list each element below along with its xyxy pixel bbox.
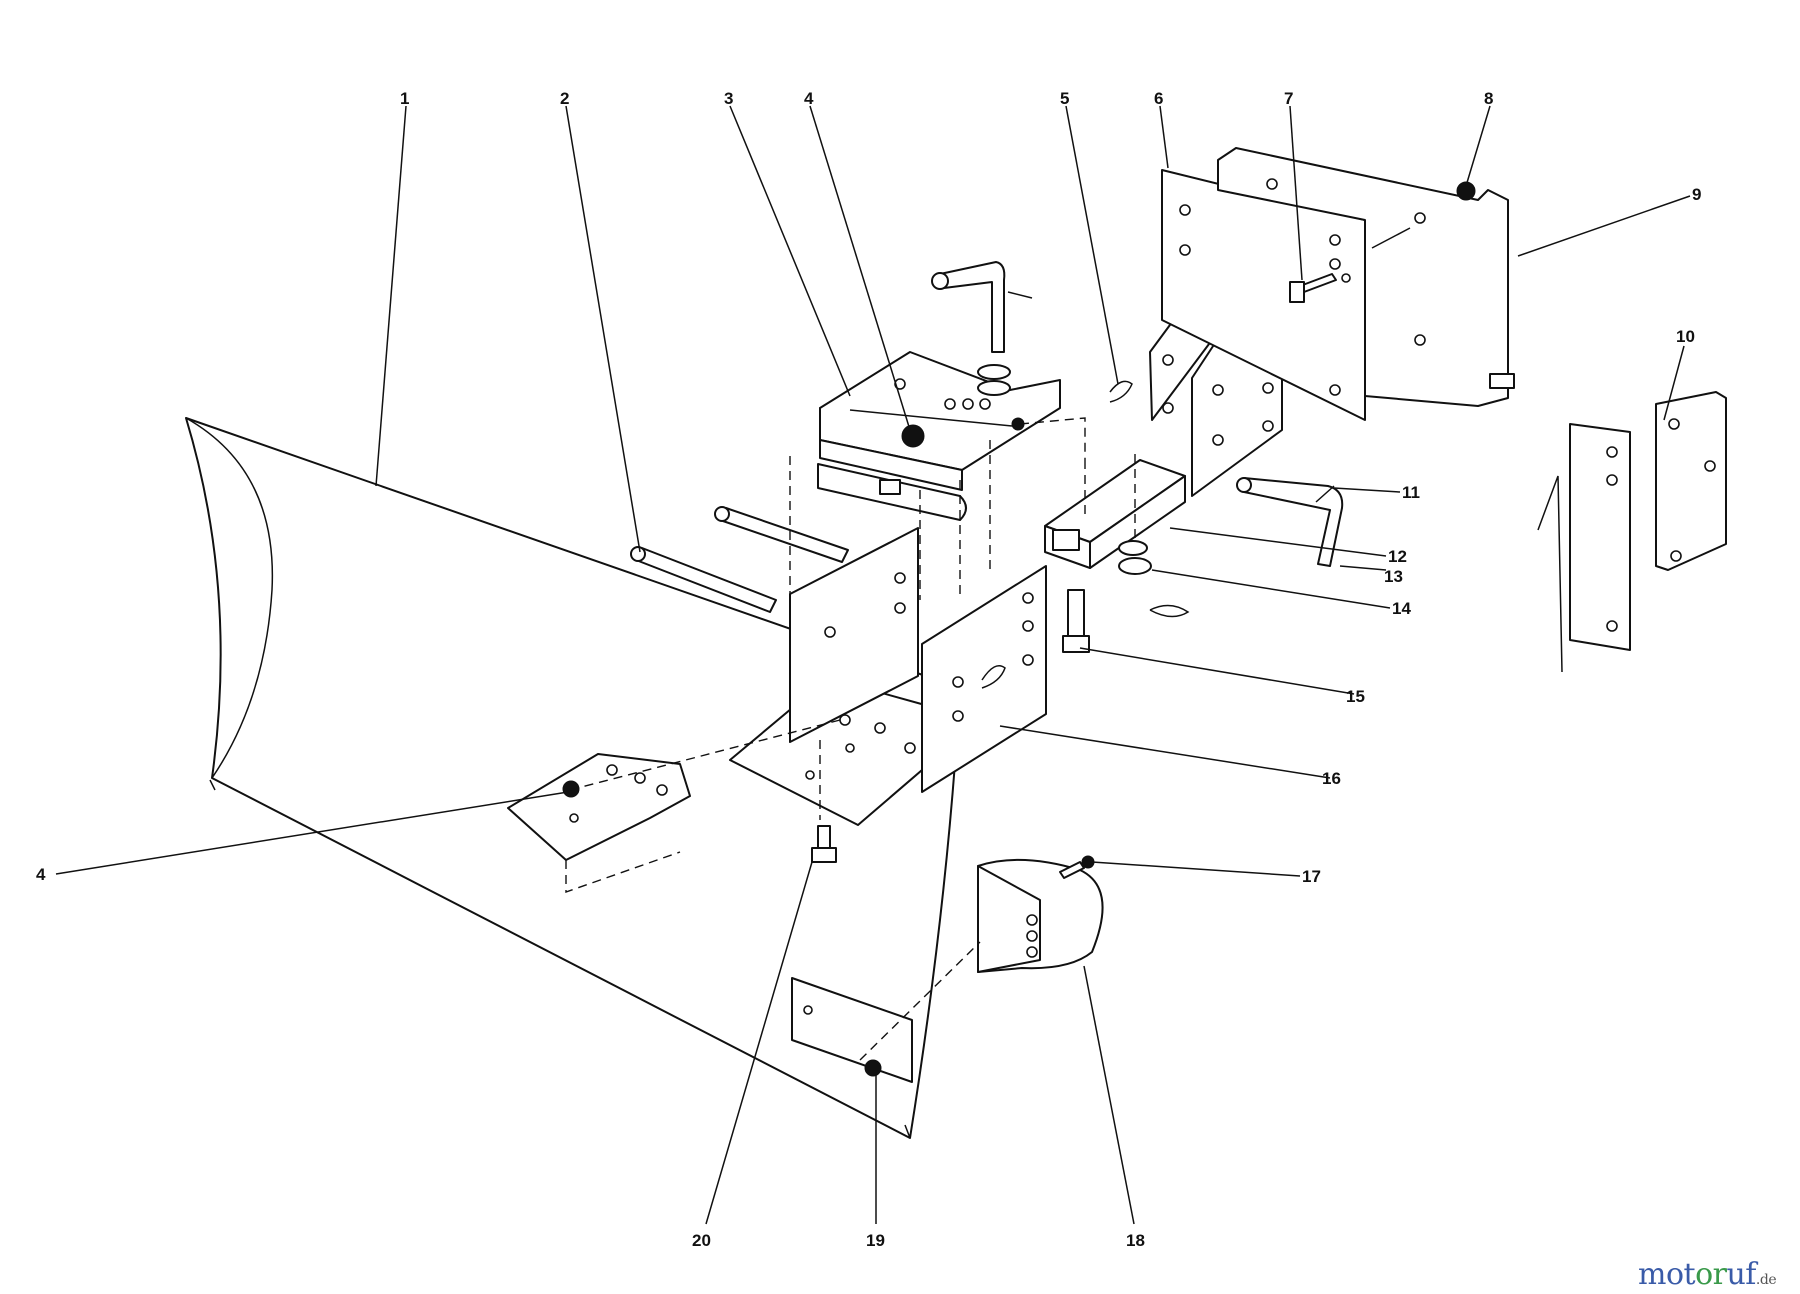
callout-13: 13 bbox=[1384, 567, 1403, 586]
callout-18: 18 bbox=[1126, 1231, 1145, 1250]
callout-3: 3 bbox=[724, 89, 733, 108]
callout-5: 5 bbox=[1060, 89, 1069, 108]
callout-7: 7 bbox=[1284, 89, 1293, 108]
callout-19: 19 bbox=[866, 1231, 885, 1250]
callout-12: 12 bbox=[1388, 547, 1407, 566]
l-pin-top bbox=[931, 261, 1033, 396]
bolt-7 bbox=[1289, 273, 1351, 303]
channel-bracket bbox=[1217, 147, 1515, 407]
callout-20: 20 bbox=[692, 1231, 711, 1250]
left-blade-bracket bbox=[507, 753, 691, 861]
callout-15: 15 bbox=[1346, 687, 1365, 706]
hitch-tube bbox=[1044, 380, 1186, 569]
watermark-tld: .de bbox=[1755, 1272, 1777, 1288]
callout-11: 11 bbox=[1402, 483, 1420, 502]
callout-4: 4 bbox=[804, 89, 814, 108]
callout-14: 14 bbox=[1392, 599, 1411, 618]
callout-4-repeat: 4 bbox=[36, 865, 46, 884]
callout-labels: 1 2 3 4 5 6 7 8 9 10 11 12 13 14 15 16 1… bbox=[36, 89, 1701, 1250]
watermark-part-3: uf bbox=[1726, 1257, 1756, 1292]
callout-6: 6 bbox=[1154, 89, 1163, 108]
callout-17: 17 bbox=[1302, 867, 1321, 886]
callout-16: 16 bbox=[1322, 769, 1341, 788]
right-plate-parts bbox=[1537, 391, 1727, 673]
bolt-15 bbox=[1062, 589, 1090, 653]
assembly-dashes bbox=[565, 417, 1136, 1061]
back-plate bbox=[1161, 169, 1366, 421]
center-mount-plate bbox=[729, 677, 951, 826]
watermark-part-2: or bbox=[1695, 1257, 1727, 1292]
pivot-bracket bbox=[817, 351, 1061, 521]
skid-shoe bbox=[977, 855, 1104, 973]
hitch-pin-right bbox=[1236, 477, 1344, 567]
leader-lines bbox=[55, 105, 1691, 1225]
callout-10: 10 bbox=[1676, 327, 1695, 346]
callout-9: 9 bbox=[1692, 185, 1701, 204]
callout-1: 1 bbox=[400, 89, 409, 108]
side-plates bbox=[789, 527, 1047, 793]
washers bbox=[1118, 540, 1190, 618]
watermark-logo: motoruf.de bbox=[1638, 1257, 1777, 1292]
callout-2: 2 bbox=[560, 89, 569, 108]
watermark-part-1: mot bbox=[1638, 1257, 1696, 1292]
lower-blade-bracket bbox=[791, 825, 913, 1083]
callout-8: 8 bbox=[1484, 89, 1493, 108]
